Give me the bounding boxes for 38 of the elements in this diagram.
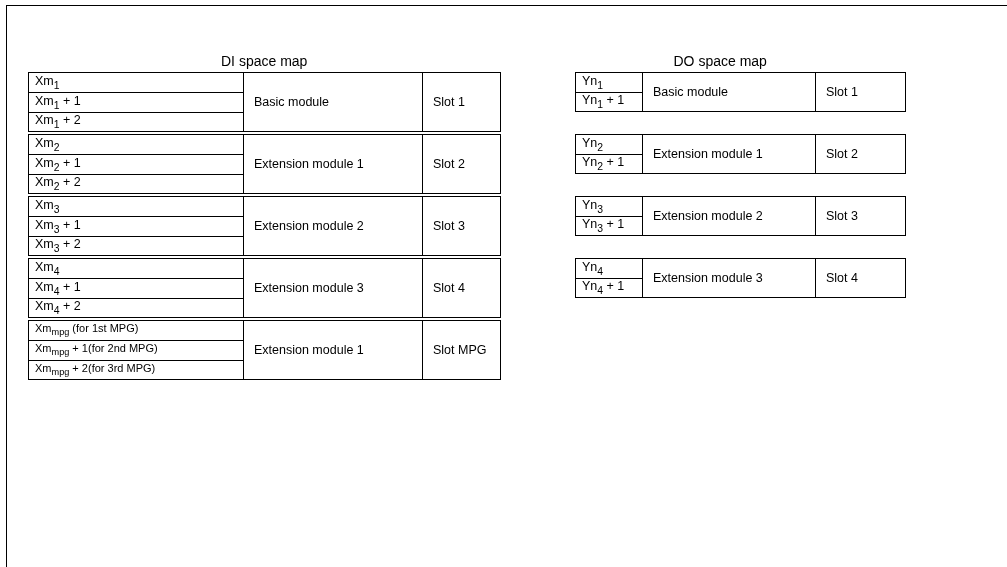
module-cell: Extension module 1	[243, 320, 423, 380]
address-cell: Yn$_{4}$ + 1	[575, 278, 643, 298]
address-cell: Yn$_{1}$	[575, 72, 643, 93]
address-cell: Yn$_{3}$ + 1	[575, 216, 643, 236]
address-cell: Yn$_{2}$	[575, 134, 643, 155]
address-cell: Xm$_{3}$	[28, 196, 244, 217]
address-cell: Xm$_{2}$	[28, 134, 244, 155]
module-cell: Extension module 1	[243, 134, 423, 194]
address-cell: Yn$_{4}$	[575, 258, 643, 279]
address-cell: Xm$_{1}$	[28, 72, 244, 93]
slot-cell: Slot 4	[422, 258, 501, 318]
slot-cell: Slot 4	[815, 258, 906, 298]
module-cell: Extension module 2	[642, 196, 816, 236]
slot-cell: Slot 2	[422, 134, 501, 194]
module-cell: Extension module 3	[642, 258, 816, 298]
table-title: DO space map	[673, 54, 767, 68]
module-cell: Extension module 3	[243, 258, 423, 318]
module-cell: Basic module	[642, 72, 816, 112]
module-cell: Basic module	[243, 72, 423, 132]
address-cell: Xm$_{3}$ + 2	[28, 236, 244, 256]
slot-cell: Slot 2	[815, 134, 906, 174]
table-title: DI space map	[221, 54, 308, 68]
address-cell: Yn$_{3}$	[575, 196, 643, 217]
address-cell: Xm$_{1}$ + 2	[28, 112, 244, 132]
address-cell: Xm$_{mpg}$ + 2(for 3rd MPG)	[28, 360, 244, 380]
address-cell: Yn$_{1}$ + 1	[575, 92, 643, 112]
address-cell: Xm$_{4}$	[28, 258, 244, 279]
module-cell: Extension module 1	[642, 134, 816, 174]
slot-cell: Slot 1	[422, 72, 501, 132]
slot-cell: Slot 3	[815, 196, 906, 236]
address-cell: Xm$_{mpg}$ (for 1st MPG)	[28, 320, 244, 341]
slot-cell: Slot 1	[815, 72, 906, 112]
module-cell: Extension module 2	[243, 196, 423, 256]
address-cell: Xm$_{4}$ + 2	[28, 298, 244, 318]
address-cell: Yn$_{2}$ + 1	[575, 154, 643, 174]
address-cell: Xm$_{2}$ + 2	[28, 174, 244, 194]
slot-cell: Slot MPG	[422, 320, 501, 380]
slot-cell: Slot 3	[422, 196, 501, 256]
